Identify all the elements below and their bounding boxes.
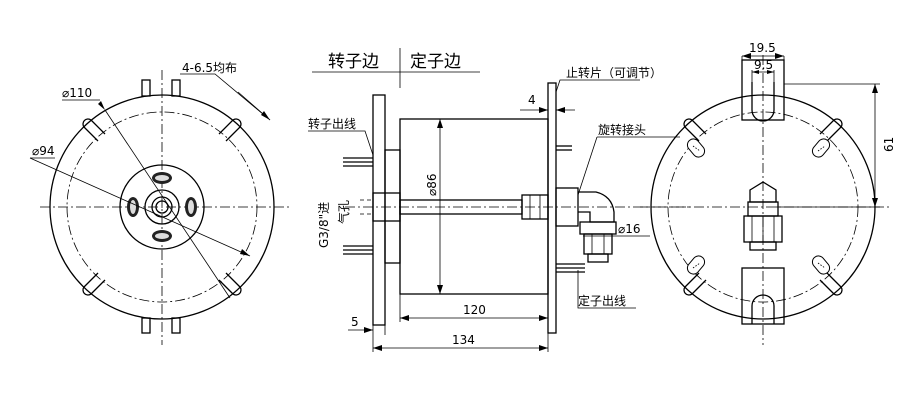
swivel-joint [555,187,617,263]
right-terminals [686,138,831,275]
dim-width: 19.5 [749,41,776,55]
right-bottom-tab [741,267,785,325]
stator-side-label: 定子边 [410,52,461,72]
swivel-label: 旋转接头 [598,122,646,137]
side-view [308,48,690,352]
stator-wires [556,145,585,273]
rotor-side-label: 转子边 [328,52,379,72]
dim-height: 61 [882,137,896,152]
rotor-flange [372,94,386,326]
main-body [399,118,549,295]
left-outer-dia: ⌀110 [62,86,92,100]
dim-fitting-dia: ⌀16 [618,222,641,236]
dim-total-len: 134 [452,333,475,347]
right-top-tab [741,59,785,122]
rotor-wires [343,157,373,255]
stop-tab-label: 止转片（可调节） [566,65,662,80]
left-pitch-circle [66,111,258,303]
dim-slot: 9.5 [754,58,773,72]
right-end-view [640,53,890,345]
right-swivel-fitting [743,181,783,251]
dim-body-len: 120 [463,303,486,317]
dim-flange: 5 [351,315,359,329]
stop-tab [547,82,557,334]
stator-wire-label: 定子出线 [578,293,626,308]
left-holes-label: 4-6.5均布 [182,61,237,75]
left-pcd-dia: ⌀94 [32,144,55,158]
rotor-wire-label: 转子出线 [308,116,356,131]
left-end-view [29,70,290,345]
dim-body-dia: ⌀86 [425,174,439,197]
left-hub-terminals [127,172,197,242]
dim-tab: 4 [528,93,536,107]
air-inlet-label-b: 气孔 [336,200,351,224]
left-outer-flange [49,94,275,320]
air-inlet-label-a: G3/8"进 [317,202,331,248]
